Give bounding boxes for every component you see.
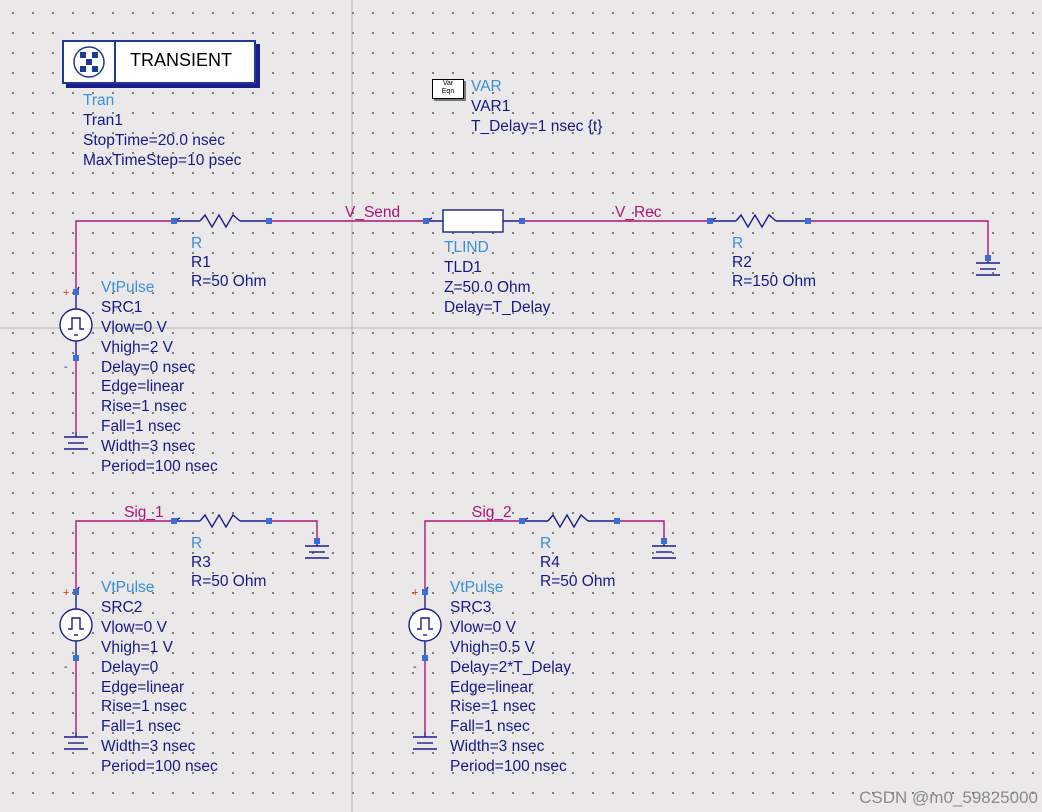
src2-vlow: Vlow=0 V	[101, 619, 167, 636]
r3-value-label: R=50 Ohm	[191, 573, 267, 590]
src2-edge: Edge=linear	[101, 679, 185, 696]
wire-src1-to-r1[interactable]	[75, 220, 174, 292]
ground-icon[interactable]	[976, 255, 1000, 276]
resistor-r4[interactable]	[519, 513, 620, 529]
tran-stoptime: StopTime=20.0 nsec	[83, 132, 226, 149]
src2-type-label: VtPulse	[101, 579, 155, 596]
tran-maxtimestep: MaxTimeStep=10 psec	[83, 152, 242, 169]
src3-edge: Edge=linear	[450, 679, 534, 696]
r3-type-label: R	[191, 535, 203, 552]
ground-icon[interactable]	[64, 432, 88, 450]
src1-edge: Edge=linear	[101, 378, 185, 395]
src2-rise: Rise=1 nsec	[101, 698, 187, 715]
src2-vhigh: Vhigh=1 V	[101, 639, 173, 656]
src3-vlow: Vlow=0 V	[450, 619, 516, 636]
polarity-plus: +	[63, 287, 69, 299]
src1-vhigh: Vhigh=2 V	[101, 339, 173, 356]
tld1-impedance-label: Z=50.0 Ohm	[444, 279, 531, 296]
tld1-delay-label: Delay=T_Delay	[444, 299, 551, 316]
src3-period: Period=100 nsec	[450, 758, 567, 775]
watermark: CSDN @m0_59825000	[859, 788, 1038, 807]
wire-sig-1[interactable]	[75, 520, 174, 592]
src1-rise: Rise=1 nsec	[101, 398, 187, 415]
src3-rise: Rise=1 nsec	[450, 698, 536, 715]
src3-delay: Delay=2*T_Delay	[450, 659, 572, 676]
src1-fall: Fall=1 nsec	[101, 418, 181, 435]
transient-simulation-icon	[64, 42, 116, 82]
r1-instance-label: R1	[191, 254, 211, 271]
src1-type-label: VtPulse	[101, 279, 155, 296]
ground-icon[interactable]	[64, 732, 88, 750]
r2-value-label: R=150 Ohm	[732, 273, 817, 290]
ground-icon[interactable]	[413, 732, 437, 750]
resistor-r3[interactable]	[171, 513, 272, 529]
src1-width: Width=3 nsec	[101, 438, 196, 455]
wire-r4-to-ground[interactable]	[617, 520, 665, 541]
src2-delay: Delay=0	[101, 659, 159, 676]
src1-vlow: Vlow=0 V	[101, 319, 167, 336]
vtpulse-source-src1[interactable]	[59, 286, 93, 361]
wire-label-sig-2: Sig_2	[472, 504, 512, 521]
vtpulse-source-src3[interactable]	[408, 586, 442, 661]
resistor-r1[interactable]	[171, 213, 272, 229]
src3-vhigh: Vhigh=0.5 V	[450, 639, 535, 656]
tran-instance-label: Tran1	[83, 112, 123, 129]
src1-period: Period=100 nsec	[101, 458, 218, 475]
wire-r3-to-ground[interactable]	[269, 520, 318, 541]
var-icon-text: Var	[442, 80, 454, 87]
src3-instance-label: SRC3	[450, 599, 492, 616]
ground-icon[interactable]	[305, 538, 329, 559]
r4-instance-label: R4	[540, 554, 560, 571]
wire-label-sig-1: Sig_1	[124, 504, 164, 521]
ground-icon[interactable]	[652, 538, 676, 559]
r1-value-label: R=50 Ohm	[191, 273, 267, 290]
polarity-minus: -	[413, 661, 417, 673]
transient-controller[interactable]: TRANSIENT	[62, 40, 256, 84]
src2-width: Width=3 nsec	[101, 738, 196, 755]
src2-fall: Fall=1 nsec	[101, 718, 181, 735]
wire-r2-to-ground[interactable]	[808, 220, 989, 258]
r1-type-label: R	[191, 235, 203, 252]
resistor-r2[interactable]	[707, 213, 811, 229]
wire-sig-2[interactable]	[424, 520, 522, 592]
vtpulse-source-src2[interactable]	[59, 586, 93, 661]
transmission-line-tld1[interactable]	[423, 209, 525, 233]
var-instance-label: VAR1	[471, 98, 511, 115]
src2-instance-label: SRC2	[101, 599, 143, 616]
src3-fall: Fall=1 nsec	[450, 718, 530, 735]
src3-type-label: VtPulse	[450, 579, 504, 596]
tld1-instance-label: TLD1	[444, 259, 482, 276]
var-t-delay: T_Delay=1 nsec {t}	[471, 118, 603, 135]
r4-value-label: R=50 Ohm	[540, 573, 616, 590]
polarity-plus: +	[412, 587, 418, 599]
var-eqn-icon[interactable]: Var Eqn	[432, 79, 464, 99]
r3-instance-label: R3	[191, 554, 211, 571]
polarity-plus: +	[63, 587, 69, 599]
wire-label-v-rec: V_Rec	[615, 204, 662, 221]
tran-type-label: Tran	[83, 92, 115, 109]
transient-title: TRANSIENT	[130, 50, 233, 70]
src2-period: Period=100 nsec	[101, 758, 218, 775]
polarity-minus: -	[64, 361, 68, 373]
polarity-minus: -	[64, 661, 68, 673]
r2-type-label: R	[732, 235, 744, 252]
wire-label-v-send: V_Send	[345, 204, 401, 221]
var-type-label: VAR	[471, 78, 502, 95]
eqn-icon-text: Eqn	[441, 88, 455, 95]
src1-delay: Delay=0 nsec	[101, 359, 196, 376]
r4-type-label: R	[540, 535, 552, 552]
src3-width: Width=3 nsec	[450, 738, 545, 755]
tld1-type-label: TLIND	[444, 239, 489, 256]
src1-instance-label: SRC1	[101, 299, 143, 316]
r2-instance-label: R2	[732, 254, 752, 271]
